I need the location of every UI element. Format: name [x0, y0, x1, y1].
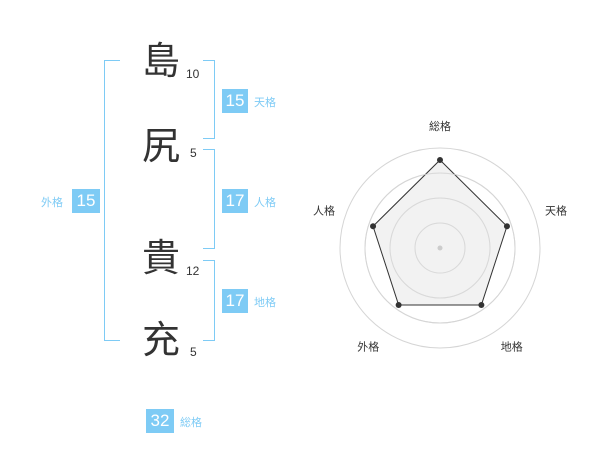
gaikaku-label: 外格	[41, 196, 63, 209]
jinkaku-label: 人格	[254, 196, 276, 209]
radar-ring-overlay	[389, 197, 491, 299]
radar-axis-label-3: 地格	[501, 340, 523, 354]
chikaku-bracket	[203, 260, 215, 341]
chikaku-value: 17	[222, 289, 248, 313]
tenkaku-value: 15	[222, 89, 248, 113]
stroke-count-3: 12	[186, 264, 200, 278]
radar-series-polygon	[372, 159, 508, 306]
tenkaku-label: 天格	[254, 96, 276, 109]
jinkaku-value: 17	[222, 189, 248, 213]
name-char-3: 貴	[142, 236, 181, 280]
radar-axis-label-5: 人格	[313, 203, 335, 217]
stroke-count-4: 5	[190, 345, 197, 359]
name-char-4: 充	[142, 318, 181, 362]
radar-axis-label-4: 外格	[357, 340, 379, 354]
gaikaku-bracket	[104, 60, 120, 341]
radar-point-5	[370, 223, 377, 230]
soukaku-label: 総格	[180, 416, 202, 429]
radar-center-dot	[437, 245, 443, 251]
name-char-1: 島	[142, 39, 181, 83]
soukaku-value: 32	[146, 409, 174, 433]
radar-ring-overlay	[364, 172, 516, 324]
name-char-2: 尻	[142, 124, 181, 168]
jinkaku-bracket	[203, 149, 215, 249]
gaikaku-value: 15	[72, 189, 100, 213]
radar-point-2	[503, 223, 510, 230]
tenkaku-bracket	[203, 60, 215, 139]
chikaku-label: 地格	[254, 296, 276, 309]
radar-ring-overlay	[414, 222, 466, 274]
radar-axis-label-2: 天格	[545, 203, 567, 217]
radar-axis-label-1: 総格	[429, 119, 451, 133]
stroke-count-2: 5	[190, 146, 197, 160]
stroke-count-1: 10	[186, 67, 200, 81]
radar-point-1	[437, 157, 443, 163]
radar-point-3	[478, 301, 485, 308]
radar-point-4	[395, 301, 402, 308]
